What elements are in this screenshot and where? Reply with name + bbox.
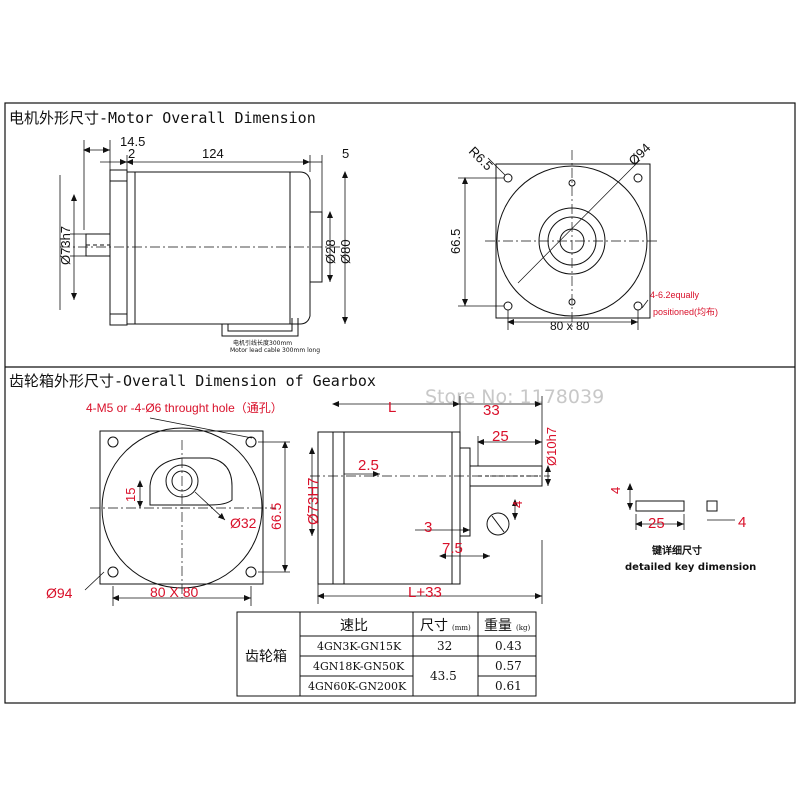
row-2-size: 43.5: [430, 669, 457, 683]
key-dim-4-right: 4: [738, 514, 746, 531]
dim-80x80-gb: 80 X 80: [150, 584, 198, 600]
cable-note-cn: 电机引线长度300mm: [233, 339, 292, 347]
motor-front-dims: [458, 157, 649, 330]
motor-side-view: [60, 169, 340, 337]
gearbox-section-title: 齿轮箱外形尺寸-Overall Dimension of Gearbox: [9, 372, 376, 390]
dim-32: Ø32: [230, 515, 257, 531]
key-detail: [627, 483, 735, 530]
table-header-weight: 重量: [484, 618, 512, 634]
dim-2: 2: [128, 146, 135, 161]
motor-section-title: 电机外形尺寸-Motor Overall Dimension: [9, 109, 316, 127]
dim-7-5: 7.5: [442, 540, 463, 557]
row-3-weight: 0.61: [495, 679, 522, 693]
dim-80: Ø80: [338, 239, 353, 264]
hole-note: 4-M5 or -4-Ø6 throught hole（通孔）: [86, 401, 283, 415]
gearbox-side-dims: [309, 396, 551, 604]
dim-L: L: [388, 399, 396, 416]
dim-33: 33: [483, 402, 500, 419]
dim-124: 124: [202, 146, 224, 161]
dim-25: 25: [492, 428, 509, 445]
dim-66-5: 66.5: [448, 229, 463, 254]
outer-frame: [4, 102, 796, 704]
holes-note-2: positioned(均布): [653, 306, 718, 317]
dim-r6-5: R6.5: [466, 144, 496, 174]
spec-table-text: 齿轮箱 速比 尺寸 (mm) 重量 (kg) 4GN3K-GN15K 32 0.…: [245, 618, 530, 693]
row-2-ratio: 4GN18K-GN50K: [313, 660, 405, 673]
dim-80x80: 80 x 80: [550, 319, 590, 333]
row-2-weight: 0.57: [495, 659, 522, 673]
watermark: Store No: 1178039: [425, 386, 604, 408]
gearbox-front-labels: 4-M5 or -4-Ø6 throught hole（通孔） 15 Ø32 6…: [46, 401, 284, 601]
row-1-size: 32: [437, 639, 452, 653]
dim-10h7: Ø10h7: [544, 427, 559, 466]
dim-73h7-gb: Ø73H7: [305, 477, 322, 525]
key-dim-4-left: 4: [608, 487, 623, 494]
dim-5: 5: [342, 146, 349, 161]
key-detail-labels: 4 25 4 键详细尺寸 detailed key dimension: [608, 487, 756, 573]
row-1-ratio: 4GN3K-GN15K: [317, 640, 402, 653]
gearbox-side-labels: L 33 25 Ø10h7 2.5 4 3 7.5 Ø73H7 L+33: [305, 399, 559, 601]
table-header-size-unit: (mm): [452, 624, 471, 632]
motor-side-labels: 14.5 2 124 5 Ø73h7 Ø28 Ø80 电机引线长度300mm M…: [58, 134, 353, 354]
table-side-label: 齿轮箱: [245, 649, 287, 665]
spec-table: [236, 611, 537, 697]
gearbox-front-dims: [84, 417, 290, 606]
dim-94-gb: Ø94: [46, 585, 73, 601]
cable-note-en: Motor lead cable 300mm long: [230, 347, 320, 354]
table-header-size: 尺寸: [420, 618, 448, 634]
dim-L-33: L+33: [408, 584, 442, 601]
dim-73h7: Ø73h7: [58, 226, 73, 265]
row-1-weight: 0.43: [495, 639, 522, 653]
holes-note-1: 4-6.2equally: [650, 290, 700, 300]
table-header-weight-unit: (kg): [516, 624, 530, 632]
row-3-ratio: 4GN60K-GN200K: [308, 680, 407, 693]
key-dim-25: 25: [648, 515, 665, 532]
key-label-cn: 键详细尺寸: [651, 544, 702, 557]
dim-15: 15: [123, 488, 138, 502]
dim-2-5: 2.5: [358, 457, 379, 474]
dim-3: 3: [424, 519, 432, 536]
motor-front-view: [485, 150, 660, 330]
table-header-ratio: 速比: [340, 618, 368, 634]
gearbox-front-view: [90, 427, 275, 598]
motor-side-dims: [59, 140, 348, 324]
dim-4-gb: 4: [510, 501, 525, 508]
key-label-en: detailed key dimension: [625, 562, 756, 573]
dim-28: Ø28: [323, 239, 338, 264]
dim-14-5: 14.5: [120, 134, 145, 149]
dim-66-5-gb: 66.5: [268, 503, 284, 530]
